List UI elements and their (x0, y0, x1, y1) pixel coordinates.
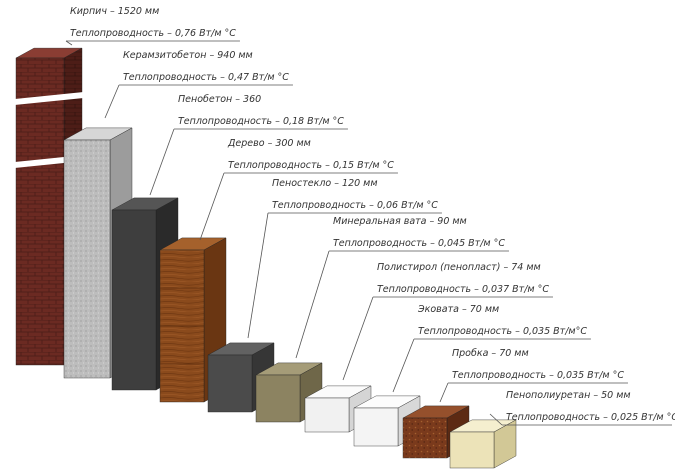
foamcrete-front-face (111, 209, 157, 391)
label-pu: Пенополиуретан – 50 мм Теплопроводность –… (489, 390, 675, 426)
wood-conductivity-label: Теплопроводность – 0,15 Вт/м °С (228, 160, 394, 171)
wood-name-label: Дерево – 300 мм (227, 138, 311, 149)
foamglass-conductivity-label: Теплопроводность – 0,06 Вт/м °С (272, 200, 438, 211)
foamcrete-name-label: Пенобетон – 360 (178, 94, 261, 105)
pu-name-label: Пенополиуретан – 50 мм (506, 390, 631, 401)
eps-conductivity-label: Теплопроводность – 0,037 Вт/м °С (377, 284, 549, 295)
mineral-conductivity-label: Теплопроводность – 0,045 Вт/м °С (333, 238, 505, 249)
scale-break-mark (9, 91, 89, 106)
wood-block (159, 237, 227, 403)
ecowool-front-face (353, 407, 399, 447)
label-claycrete: Керамзитобетон – 940 мм Теплопроводность … (104, 50, 293, 119)
cork-conductivity-label: Теплопроводность – 0,035 Вт/м °С (452, 370, 624, 381)
polyurethane-foam-block (449, 419, 517, 469)
mineral-name-label: Минеральная вата – 90 мм (333, 216, 467, 227)
cork-front-face (402, 417, 448, 459)
brick-leader-line (65, 40, 73, 46)
mineral-front-face (255, 374, 301, 423)
cork-name-label: Пробка – 70 мм (452, 348, 529, 359)
pu-conductivity-label: Теплопроводность – 0,025 Вт/м °С (506, 412, 675, 423)
brick-front-face (15, 57, 65, 366)
claycrete-conductivity-label: Теплопроводность – 0,47 Вт/м °С (123, 72, 289, 83)
foamcrete-conductivity-label: Теплопроводность – 0,18 Вт/м °С (178, 116, 344, 127)
label-wood: Дерево – 300 мм Теплопроводность – 0,15 В… (199, 138, 398, 241)
brick-name-label: Кирпич – 1520 мм (70, 6, 159, 17)
pu-front-face (449, 431, 495, 469)
foamglass-name-label: Пеностекло – 120 мм (272, 178, 378, 189)
ecowool-name-label: Эковата – 70 мм (417, 304, 499, 315)
eps-front-face (304, 397, 350, 433)
ecowool-leader-line (392, 338, 415, 393)
claycrete-leader-line (104, 84, 120, 119)
claycrete-front-face (63, 139, 111, 379)
foamcrete-leader-line (149, 128, 175, 196)
label-ecowool: Эковата – 70 мм Теплопроводность – 0,035 … (392, 304, 591, 393)
claycrete-name-label: Керамзитобетон – 940 мм (123, 50, 253, 61)
label-foamglass: Пеностекло – 120 мм Теплопроводность – 0,… (247, 178, 442, 339)
ecowool-conductivity-label: Теплопроводность – 0,035 Вт/м°С (418, 326, 587, 337)
eps-leader-line (342, 296, 374, 381)
eps-name-label: Полистирол (пенопласт) – 74 мм (377, 262, 541, 273)
pu-leader-line (489, 413, 503, 426)
wood-leader-line (199, 172, 225, 241)
mineral-leader-line (295, 250, 330, 359)
cork-leader-line (439, 382, 449, 403)
label-eps: Полистирол (пенопласт) – 74 мм Теплопрово… (342, 262, 553, 381)
brick-conductivity-label: Теплопроводность – 0,76 Вт/м °С (70, 28, 236, 39)
label-mineral: Минеральная вата – 90 мм Теплопроводность… (295, 216, 509, 359)
foamglass-front-face (207, 354, 253, 413)
foamglass-leader-line (247, 212, 269, 339)
label-cork: Пробка – 70 мм Теплопроводность – 0,035 В… (439, 348, 628, 403)
label-brick: Кирпич – 1520 мм Теплопроводность – 0,76 … (65, 6, 240, 46)
